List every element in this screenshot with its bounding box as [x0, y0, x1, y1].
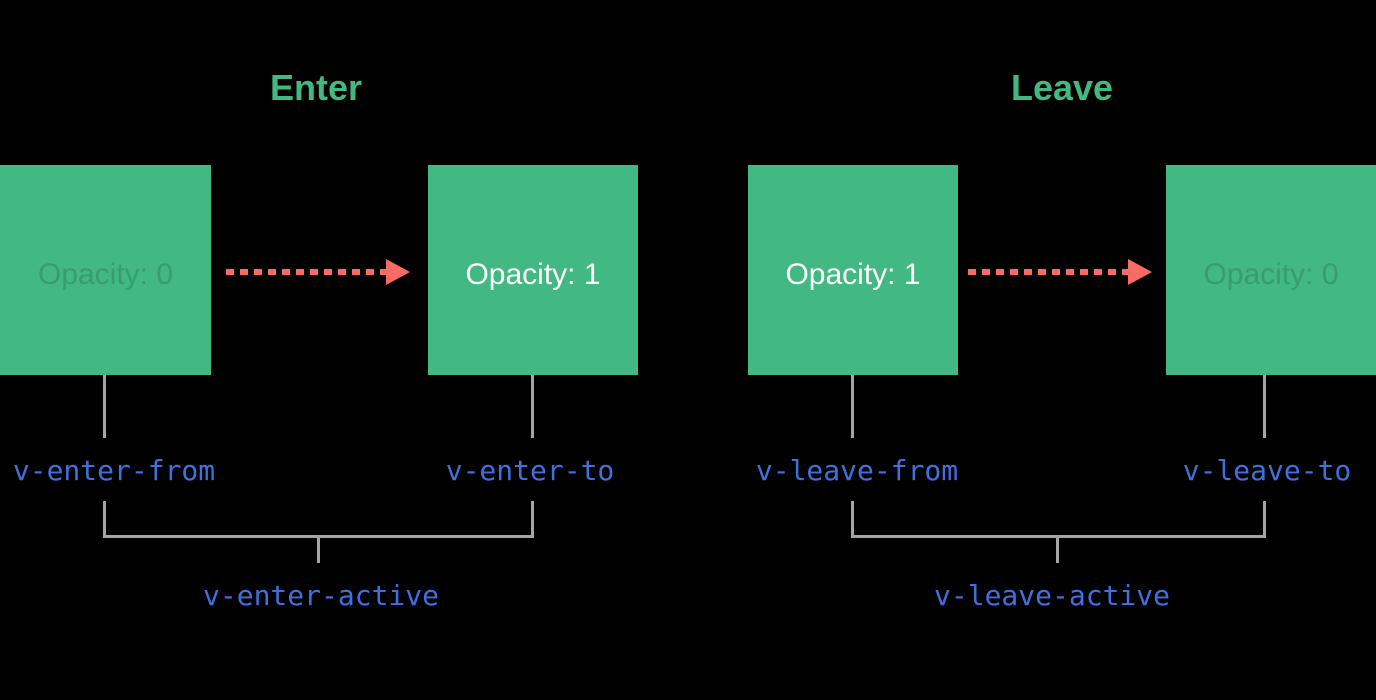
- v-enter-to-label: v-enter-to: [445, 454, 615, 487]
- connector-line-enter-to-upper: [531, 375, 534, 438]
- leave-from-box: Opacity: 1: [748, 165, 958, 375]
- enter-arrow-dashed-line: [226, 269, 386, 275]
- v-enter-active-label: v-enter-active: [202, 579, 440, 612]
- connector-line-leave-to-lower: [1263, 501, 1266, 537]
- connector-line-leave-to-upper: [1263, 375, 1266, 438]
- v-leave-to-label: v-leave-to: [1182, 454, 1352, 487]
- connector-line-enter-to-lower: [531, 501, 534, 537]
- v-leave-from-label: v-leave-from: [755, 454, 959, 487]
- enter-section-title: Enter: [269, 67, 363, 108]
- connector-stub-leave-active: [1056, 535, 1059, 563]
- leave-to-opacity-label: Opacity: 0: [1203, 258, 1339, 291]
- v-leave-active-label: v-leave-active: [933, 579, 1171, 612]
- leave-arrow-dashed-line: [968, 269, 1128, 275]
- connector-line-enter-from-upper: [103, 375, 106, 438]
- enter-to-opacity-label: Opacity: 1: [465, 258, 601, 291]
- connector-line-enter-from-lower: [103, 501, 106, 537]
- enter-from-box: Opacity: 0: [0, 165, 211, 375]
- leave-section-title: Leave: [1010, 67, 1114, 108]
- connector-line-leave-from-lower: [851, 501, 854, 537]
- enter-from-opacity-label: Opacity: 0: [37, 258, 174, 291]
- connector-line-leave-from-upper: [851, 375, 854, 438]
- v-enter-from-label: v-enter-from: [12, 454, 216, 487]
- connector-stub-enter-active: [317, 535, 320, 563]
- enter-arrow-head: [386, 259, 410, 285]
- enter-to-box: Opacity: 1: [428, 165, 638, 375]
- leave-from-opacity-label: Opacity: 1: [785, 258, 921, 291]
- leave-to-box: Opacity: 0: [1166, 165, 1376, 375]
- leave-arrow-head: [1128, 259, 1152, 285]
